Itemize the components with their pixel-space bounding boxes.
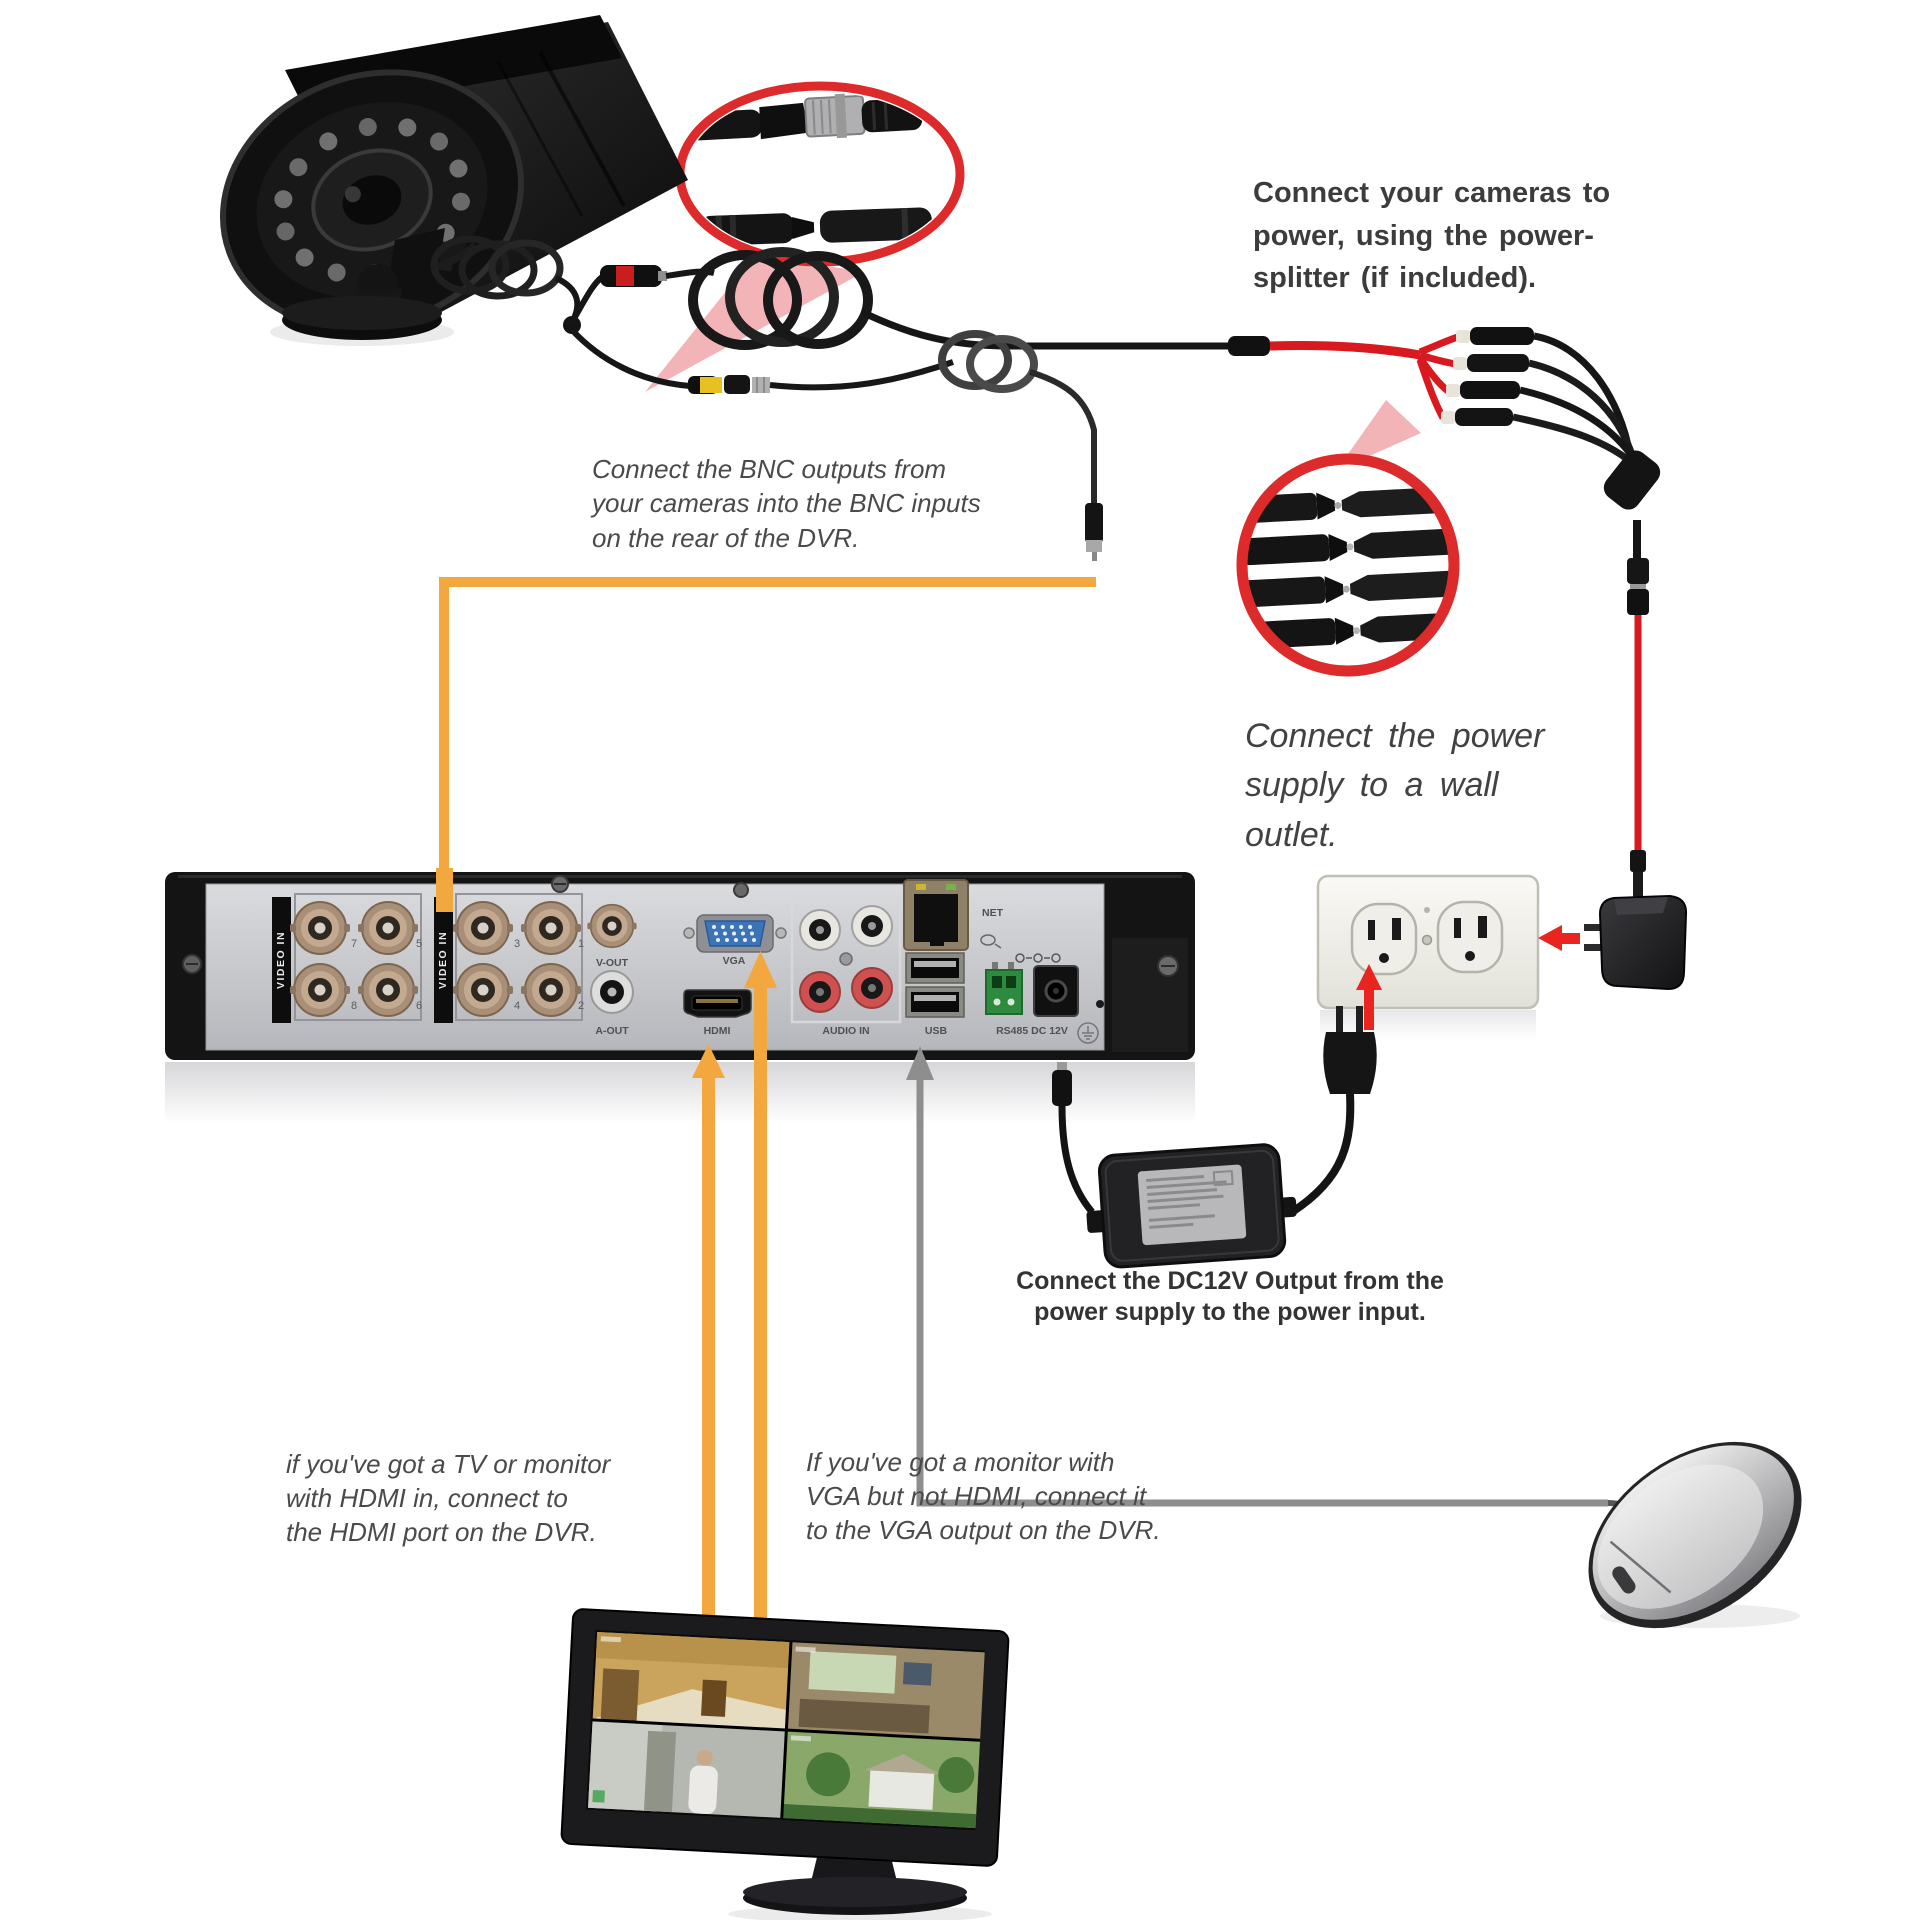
power-supply-brick — [1086, 1143, 1297, 1269]
monitor-feed-hallway — [588, 1720, 786, 1818]
mouse — [1588, 1441, 1802, 1629]
security-camera — [220, 15, 688, 346]
screw-icon — [182, 875, 1179, 977]
usb-label: USB — [925, 1025, 948, 1037]
zoom-ring-2 — [1236, 453, 1460, 677]
mouse-scroll-wheel — [1612, 1566, 1636, 1594]
aout-label: A-OUT — [595, 1025, 629, 1037]
power-arrow-left — [1538, 925, 1580, 951]
outlet-socket-left — [1350, 902, 1418, 976]
two-prong-plug — [1289, 1006, 1377, 1216]
dvr-video-in-label-2: VIDEO IN — [437, 931, 449, 989]
monitor-feed-house — [782, 1731, 981, 1829]
rs485-terminal — [985, 962, 1023, 1015]
instruction-wall-outlet: Connect the power supply to a wall outle… — [1245, 717, 1545, 854]
video-lead-bnc-connector — [688, 375, 770, 394]
instruction-vga: If you've got a monitor with VGA but not… — [806, 1447, 1161, 1545]
aout-rca-port — [590, 970, 634, 1014]
power-splitter — [1228, 327, 1661, 898]
hdmi-label: HDMI — [704, 1025, 731, 1037]
power-arrow-up — [1356, 964, 1382, 1030]
outlet-socket-right — [1436, 900, 1504, 974]
wall-outlet — [1316, 874, 1540, 1040]
vout-label: V-OUT — [596, 957, 629, 969]
power-inline-connector — [1228, 336, 1270, 356]
bnc-number: 8 — [351, 1000, 357, 1012]
ethernet-port — [903, 879, 969, 951]
dc-plug-to-dvr — [1052, 1062, 1095, 1215]
vga-label: VGA — [723, 955, 746, 967]
power-adapter — [1584, 894, 1688, 991]
bnc-number: 6 — [416, 1000, 422, 1012]
instruction-power-splitter: Connect your cameras to power, using the… — [1253, 177, 1611, 295]
bnc-zoom-callout — [675, 81, 965, 267]
video-in-strip-1 — [272, 897, 291, 1023]
bnc-highlight-line — [436, 577, 1096, 912]
bnc-number: 1 — [578, 938, 584, 950]
monitor-feed-livingroom — [787, 1642, 985, 1740]
splitter-y-junction — [1603, 450, 1661, 510]
vga-arrow — [744, 951, 777, 1656]
monitor — [560, 1608, 1010, 1920]
usb-ports — [905, 952, 965, 1018]
instruction-bnc: Connect the BNC outputs from your camera… — [592, 454, 981, 553]
dc-polarity-icon — [1015, 953, 1061, 963]
bnc-number: 3 — [514, 938, 520, 950]
dvr-rear-panel: VIDEO IN 7 5 8 6 VIDEO IN 3 1 4 2 V-OUT … — [165, 872, 1195, 1124]
rs485-dc12v-label: RS485 DC 12V — [996, 1025, 1068, 1037]
ground-icon — [1077, 1022, 1099, 1044]
audio-in-label: AUDIO IN — [822, 1025, 869, 1037]
audio-in-ports — [790, 900, 902, 1024]
dc-splitter-zoom-callout — [1236, 453, 1460, 677]
hdmi-arrow — [692, 1044, 725, 1656]
monitor-feed-kitchen — [592, 1632, 790, 1730]
bnc-number: 5 — [416, 938, 422, 950]
net-label: NET — [982, 907, 1004, 919]
dvr-video-in-label-1: VIDEO IN — [275, 931, 287, 989]
video-in-strip-2 — [434, 897, 453, 1023]
dvr-reflection — [165, 1062, 1195, 1124]
bnc-group-2-box — [455, 893, 583, 1021]
vga-port — [683, 914, 787, 953]
camera-cabling — [430, 235, 1230, 561]
bnc-number: 4 — [514, 1000, 520, 1012]
bnc-cable-end — [1085, 503, 1103, 561]
mouse-connect-icon — [980, 934, 1002, 949]
instruction-dc12v: Connect the DC12V Output from the power … — [1016, 1267, 1444, 1326]
hdmi-port — [683, 989, 752, 1018]
usb-arrow — [906, 1046, 934, 1080]
dc-power-jack — [1033, 965, 1079, 1017]
bnc-group-1-box — [294, 893, 422, 1021]
instruction-hdmi: if you've got a TV or monitor with HDMI … — [286, 1449, 611, 1547]
power-lead-connector — [600, 265, 667, 287]
bnc-number: 7 — [351, 938, 357, 950]
bnc-number: 2 — [578, 1000, 584, 1012]
bnc-callout-triangle — [645, 254, 864, 392]
splitter-callout-triangle — [1336, 400, 1421, 471]
camera-mount — [282, 228, 445, 340]
